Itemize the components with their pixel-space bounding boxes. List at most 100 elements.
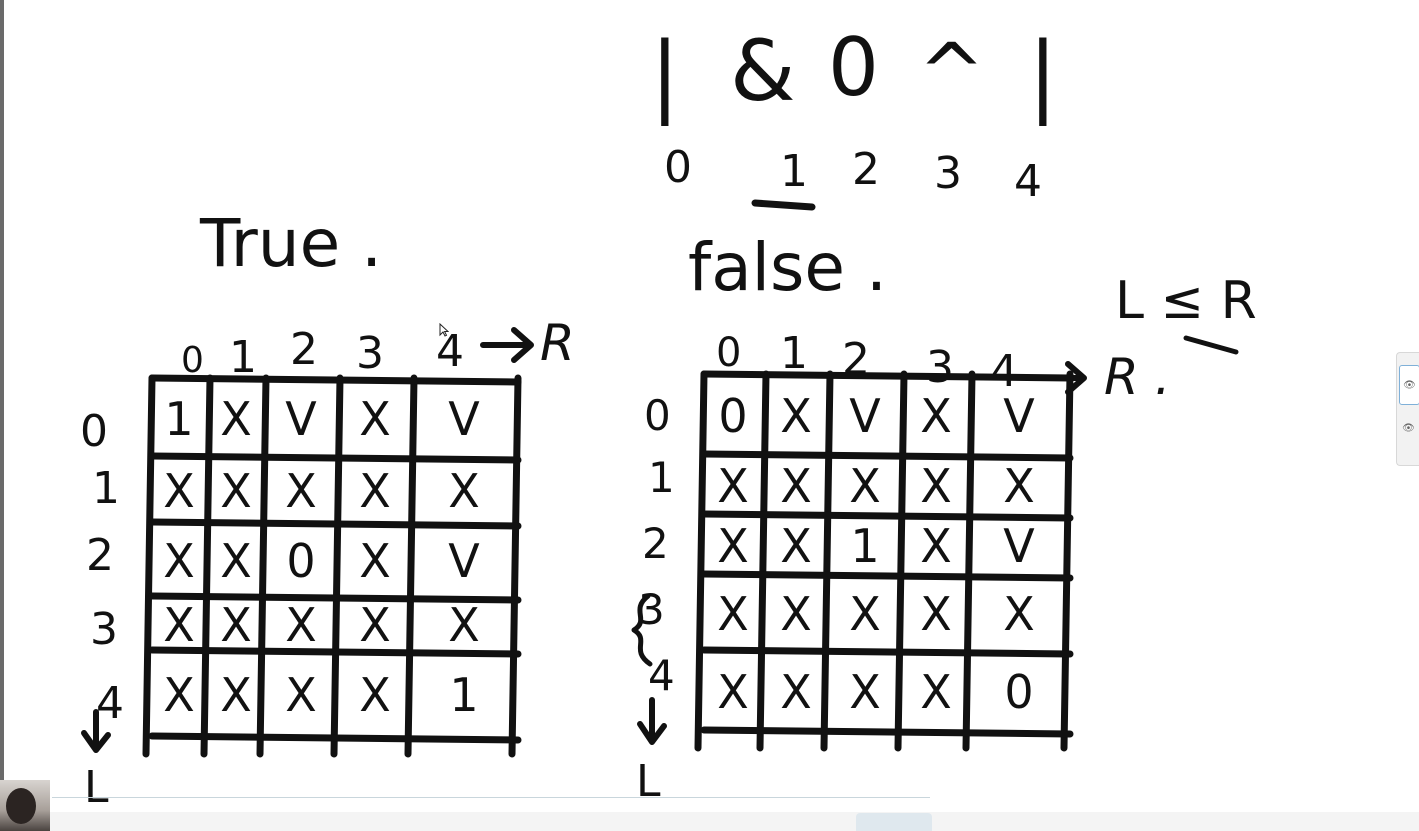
right-grid (694, 370, 1074, 752)
grid-line (820, 370, 834, 752)
grid-line (700, 450, 1074, 462)
cell-mark: X (359, 668, 391, 722)
cell-mark: 1 (850, 519, 879, 573)
grid-line (330, 374, 344, 758)
layers-panel[interactable]: 👁 👁 (1396, 352, 1419, 466)
cell-mark: X (448, 598, 480, 652)
eye-icon[interactable]: 👁 (1402, 422, 1415, 434)
cell-mark: V (285, 392, 317, 446)
expression: | & 0 ^ | (650, 21, 1058, 127)
expr-index: 4 (1014, 156, 1042, 207)
expr-token: & (730, 22, 796, 120)
grid-line (700, 726, 1074, 738)
grid-line (962, 370, 976, 752)
cell-mark: X (920, 389, 952, 443)
cell-mark: X (220, 464, 252, 518)
row-header-label: 1 (92, 463, 120, 514)
col-header-label: 1 (229, 332, 257, 383)
cell-mark: X (285, 668, 317, 722)
cell-mark: X (717, 665, 749, 719)
cell-mark: V (448, 392, 480, 446)
cell-mark: X (920, 587, 952, 641)
grid-line (148, 732, 522, 744)
cell-mark: V (1003, 389, 1035, 443)
cell-mark: X (359, 464, 391, 518)
webcam-thumbnail (0, 780, 50, 831)
down-arrow (81, 709, 111, 753)
bottom-toolbar (0, 812, 1419, 831)
cell-mark: X (220, 392, 252, 446)
col-header-label: 1 (780, 328, 808, 379)
grid-line (148, 452, 522, 464)
cell-mark: X (163, 464, 195, 518)
right-result: false . (688, 229, 887, 306)
right-arrow (480, 327, 534, 363)
col-header-label: 2 (290, 324, 318, 375)
pointer-cursor-icon (439, 323, 449, 337)
cell-mark: X (717, 519, 749, 573)
grid-line (508, 374, 522, 758)
grid-line (894, 370, 908, 752)
bottom-toolbar-button[interactable] (856, 813, 932, 831)
row-header-label: 0 (80, 406, 108, 457)
expr-index: 0 (664, 142, 692, 193)
layer-visibility-toggle[interactable]: 👁 (1399, 409, 1418, 447)
cell-mark: X (220, 534, 252, 588)
constraint-underline (1183, 335, 1239, 355)
cell-mark: X (448, 464, 480, 518)
cell-mark: X (780, 459, 812, 513)
axis-down-label: L (84, 762, 109, 813)
expr-token: ^ (918, 26, 985, 119)
grid-line (1060, 370, 1074, 752)
constraint-note: L ≤ R (1115, 271, 1257, 331)
cell-mark: X (1003, 459, 1035, 513)
timeline-line (52, 797, 930, 798)
left-row-header: 0 1 2 3 4 L (80, 406, 124, 813)
cell-mark: X (780, 665, 812, 719)
cell-mark: X (849, 587, 881, 641)
cell-mark: X (220, 598, 252, 652)
grid-line (694, 370, 708, 752)
axis-right-label: R (540, 314, 575, 372)
col-header-label: 3 (926, 342, 954, 393)
cell-mark: 1 (449, 668, 478, 722)
row-header-label: 0 (644, 391, 671, 440)
expression-indices: 0 1 2 3 4 (664, 142, 1042, 211)
expr-token: | (1028, 23, 1058, 127)
cell-mark: V (448, 534, 480, 588)
presenter-avatar (6, 788, 36, 824)
layer-visibility-toggle[interactable]: 👁 (1399, 365, 1419, 405)
cell-mark: X (163, 668, 195, 722)
grid-line (148, 374, 522, 386)
cell-mark: X (920, 519, 952, 573)
axis-right-label: R . (1104, 348, 1171, 406)
grid-line (142, 374, 156, 758)
left-result: True . (199, 205, 382, 282)
cell-mark: X (717, 587, 749, 641)
cell-mark: 0 (718, 389, 747, 443)
cell-mark: X (1003, 587, 1035, 641)
cell-mark: 0 (286, 534, 315, 588)
left-col-header: 0 1 2 3 4 R (181, 314, 575, 383)
row-header-label: 4 (96, 678, 124, 729)
right-col-header: 0 1 2 3 4 R . (716, 328, 1171, 406)
cell-mark: X (849, 459, 881, 513)
eye-icon[interactable]: 👁 (1403, 379, 1416, 391)
row-header-label: 2 (642, 519, 669, 568)
expr-index: 3 (934, 148, 962, 199)
col-header-label: 0 (716, 330, 741, 376)
cell-mark: X (780, 389, 812, 443)
cell-mark: X (920, 459, 952, 513)
cell-mark: X (285, 598, 317, 652)
cell-mark: X (285, 464, 317, 518)
cell-mark: X (359, 598, 391, 652)
grid-line (148, 646, 522, 658)
row-header-label: 1 (648, 453, 675, 502)
col-header-label: 3 (356, 328, 384, 379)
cell-mark: X (717, 459, 749, 513)
grid-line (700, 510, 1074, 522)
